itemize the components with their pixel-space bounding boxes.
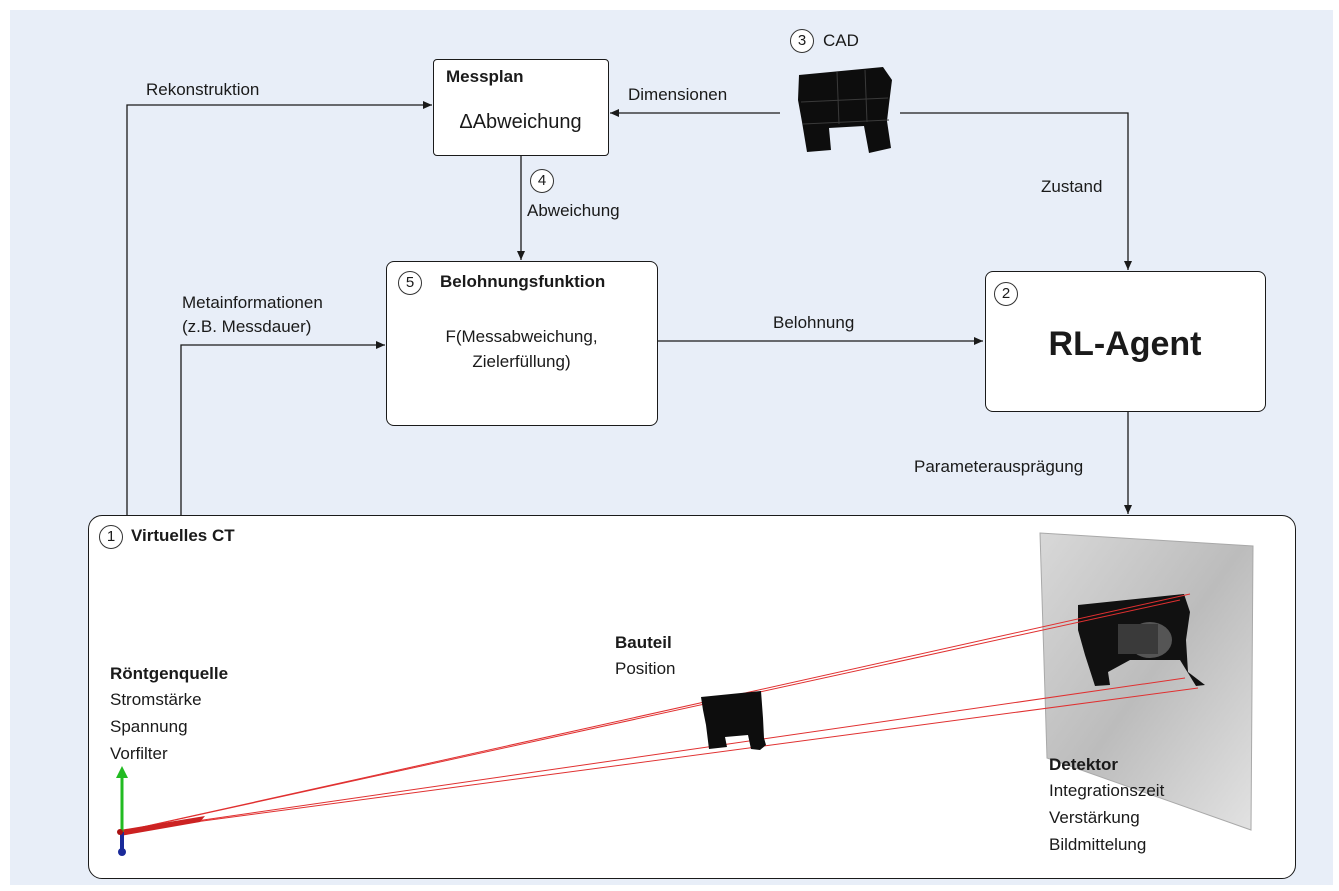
source-beam-cone (120, 816, 205, 836)
label-zustand: Zustand (1041, 177, 1103, 196)
arrow-zustand (900, 112, 1132, 270)
step-number-2: 2 (994, 282, 1018, 306)
virtuelles-ct-title: Virtuelles CT (131, 526, 235, 545)
arrow-rekonstruktion (126, 101, 432, 515)
detector-projection (1078, 594, 1205, 686)
cad-label: CAD (823, 31, 859, 50)
belohnungsfunktion-box: 5 Belohnungsfunktion F(Messabweichung, Z… (386, 261, 658, 426)
label-abweichung: Abweichung (527, 201, 620, 220)
cad-part-icon (798, 67, 892, 153)
label-belohnung: Belohnung (773, 313, 855, 332)
bauteil-param-1: Position (615, 659, 676, 678)
step-number-5: 5 (398, 271, 422, 295)
xray-beams (119, 593, 1199, 833)
bauteil-title: Bauteil (615, 633, 672, 652)
messplan-title: Messplan (446, 67, 524, 86)
label-rekonstruktion: Rekonstruktion (146, 80, 260, 99)
messplan-box: Messplan ΔAbweichung (433, 59, 609, 156)
step-number-3: 3 (790, 29, 814, 53)
label-metainformationen-line2: (z.B. Messdauer) (182, 317, 312, 336)
roentgenquelle-param-2: Spannung (110, 717, 188, 736)
rl-agent-title: RL-Agent (1048, 325, 1202, 363)
detektor-title: Detektor (1049, 755, 1118, 774)
detektor-param-3: Bildmittelung (1049, 835, 1147, 854)
coordinate-axes-icon (116, 766, 128, 856)
label-metainformationen-line1: Metainformationen (182, 293, 323, 312)
messplan-formula: ΔAbweichung (459, 111, 582, 133)
roentgenquelle-param-1: Stromstärke (110, 690, 202, 709)
label-parameterauspraegung: Parameterausprägung (914, 457, 1084, 476)
rl-agent-box: 2 RL-Agent (985, 271, 1266, 412)
label-dimensionen: Dimensionen (628, 85, 728, 104)
belohnungsfunktion-title: Belohnungsfunktion (440, 272, 606, 291)
belohnungsfunktion-formula-line2: Zielerfüllung) (472, 352, 571, 371)
roentgenquelle-title: Röntgenquelle (110, 664, 229, 683)
bauteil-part (701, 691, 766, 750)
step-number-4: 4 (530, 169, 554, 193)
belohnungsfunktion-formula-line1: F(Messabweichung, (445, 327, 598, 346)
roentgenquelle-param-3: Vorfilter (110, 744, 168, 763)
detektor-param-1: Integrationszeit (1049, 781, 1165, 800)
step-number-1: 1 (99, 525, 123, 549)
arrow-metainformationen (180, 341, 385, 515)
detektor-param-2: Verstärkung (1049, 808, 1140, 827)
